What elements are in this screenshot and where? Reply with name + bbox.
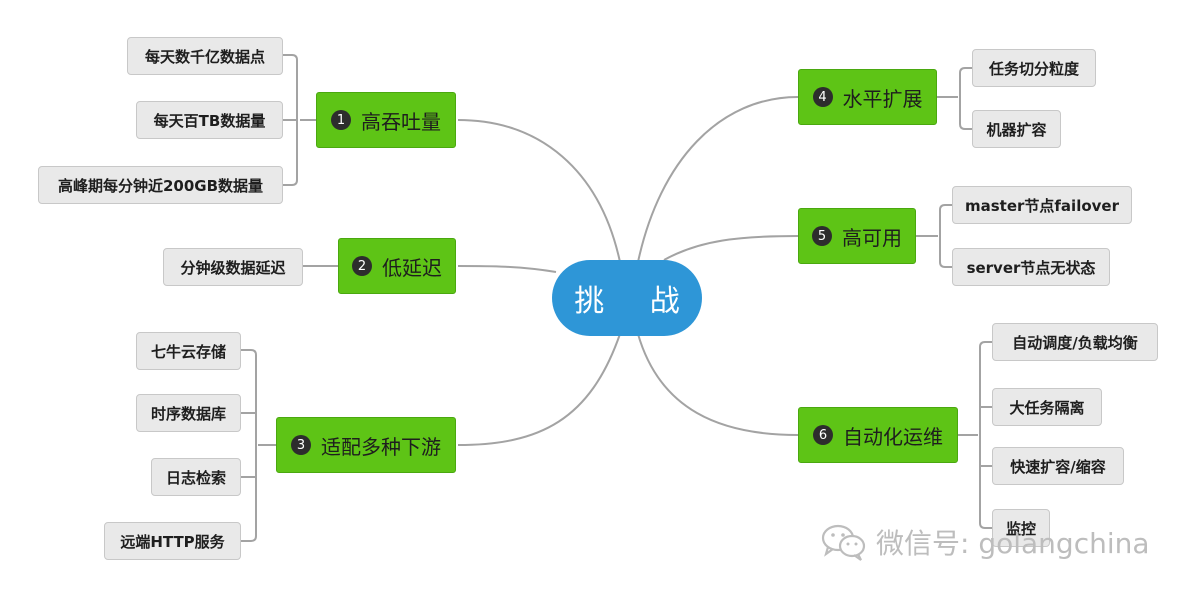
number-badge: 3 [291, 435, 311, 455]
watermark-text: 微信号: golangchina [876, 527, 1150, 560]
branch-label: 低延迟 [382, 255, 442, 280]
connector-branch-3 [457, 333, 621, 446]
number-badge: 5 [812, 226, 832, 246]
watermark: 微信号: golangchina [820, 520, 1150, 564]
leaf-node: master节点failover [952, 186, 1132, 224]
leaf-node: 机器扩容 [972, 110, 1061, 148]
number-badge: 2 [352, 256, 372, 276]
center-node: 挑 战 [552, 260, 702, 336]
leaf-node: 每天百TB数据量 [136, 101, 283, 139]
branch-label: 高可用 [842, 225, 902, 250]
bracket-branch-3 [241, 349, 276, 542]
branch-label: 水平扩展 [842, 86, 923, 111]
leaf-node: 快速扩容/缩容 [992, 447, 1124, 485]
number-badge: 1 [331, 110, 351, 130]
number-badge: 4 [812, 87, 833, 107]
branch-label: 高吞吐量 [361, 109, 441, 134]
leaf-node: 日志检索 [151, 458, 241, 496]
branch-node-6: 6 自动化运维 [798, 407, 958, 463]
leaf-node: 任务切分粒度 [972, 49, 1096, 87]
leaf-node: 分钟级数据延迟 [163, 248, 303, 286]
leaf-node: 自动调度/负载均衡 [992, 323, 1158, 361]
bracket-branch-1 [282, 54, 316, 186]
bracket-branch-5 [916, 204, 952, 268]
branch-node-1: 1 高吞吐量 [316, 92, 456, 148]
leaf-node: 监控 [992, 509, 1050, 547]
leaf-node: 高峰期每分钟近200GB数据量 [38, 166, 283, 204]
bracket-branch-4 [937, 67, 972, 130]
branch-label: 自动化运维 [843, 424, 943, 449]
leaf-node: server节点无状态 [952, 248, 1110, 286]
connector-branch-2 [457, 265, 557, 273]
branch-node-3: 3 适配多种下游 [276, 417, 456, 473]
connector-branch-5 [663, 235, 799, 261]
leaf-node: 大任务隔离 [992, 388, 1102, 426]
bracket-branch-6 [958, 341, 992, 529]
connector-branch-6 [637, 333, 799, 436]
branch-node-5: 5 高可用 [798, 208, 916, 264]
leaf-node: 时序数据库 [136, 394, 241, 432]
branch-node-4: 4 水平扩展 [798, 69, 937, 125]
branch-node-2: 2 低延迟 [338, 238, 456, 294]
leaf-node: 每天数千亿数据点 [127, 37, 283, 75]
branch-label: 适配多种下游 [321, 434, 441, 459]
connector-branch-4 [637, 96, 799, 263]
leaf-node: 七牛云存储 [136, 332, 241, 370]
leaf-node: 远端HTTP服务 [104, 522, 241, 560]
connector-branch-1 [457, 119, 621, 263]
wechat-icon [821, 524, 866, 561]
number-badge: 6 [813, 425, 833, 445]
